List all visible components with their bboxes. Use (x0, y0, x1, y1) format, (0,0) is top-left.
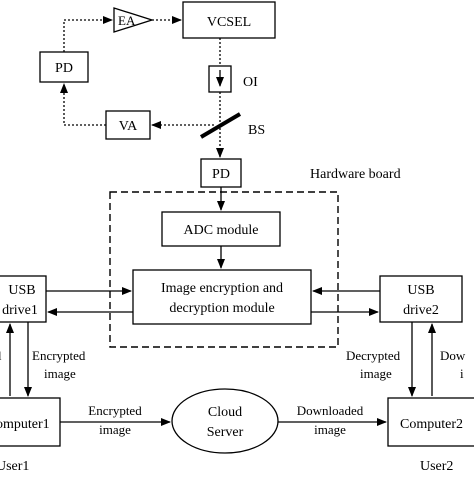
pd-mid-label: PD (212, 167, 230, 182)
left-encrypted-label-line2: image (44, 366, 76, 381)
oi-label: OI (243, 75, 258, 90)
downloaded-label-line1: Downloaded (297, 403, 364, 418)
right-clipped-label-line1: Dow (440, 348, 466, 363)
usb-drive1-box (0, 275, 47, 323)
computer2-box (387, 397, 474, 447)
enc-label-line2: decryption module (169, 301, 274, 316)
mid-encrypted-label-line2: image (99, 422, 131, 437)
mid-encrypted-label-line1: Encrypted (88, 403, 142, 418)
enc-label-line1: Image encryption and (161, 281, 283, 296)
hardware-board-boundary (109, 191, 339, 348)
cloud-label-line1: Cloud (208, 405, 242, 420)
vcsel-box (182, 1, 276, 39)
hardware-board-label: Hardware board (310, 167, 401, 182)
pd-to-ea-line (63, 16, 113, 52)
downloaded-label-line2: image (314, 422, 346, 437)
pd-mid-box (200, 158, 242, 188)
pd-top-label: PD (55, 61, 73, 76)
user2-label: User2 (420, 459, 453, 474)
bs-label: BS (248, 123, 265, 138)
left-clipped-label: l (0, 348, 2, 363)
va-box (105, 110, 151, 140)
left-encrypted-label-line1: Encrypted (32, 348, 86, 363)
encryption-module-box (132, 269, 312, 325)
user1-label: User1 (0, 459, 29, 474)
right-decrypted-label-line2: image (360, 366, 392, 381)
va-label: VA (119, 119, 138, 134)
bs-splitter (199, 112, 242, 139)
usb1-label-line2: drive1 (2, 303, 38, 318)
usb2-label-line2: drive2 (403, 303, 439, 318)
usb-drive2-box (379, 275, 463, 323)
right-decrypted-label-line1: Decrypted (346, 348, 401, 363)
computer1-label: omputer1 (0, 417, 50, 432)
usb2-label-line1: USB (407, 283, 434, 298)
cloud-server-ellipse (171, 388, 279, 454)
adc-module-box (161, 211, 281, 247)
va-to-pd-line (60, 83, 106, 126)
usb1-label-line1: USB (8, 283, 35, 298)
right-clipped-label-line2: i (460, 366, 464, 381)
computer1-box (0, 397, 61, 447)
ea-amplifier-shape (113, 7, 155, 33)
adc-module-label: ADC module (183, 223, 258, 238)
computer2-label: Computer2 (400, 417, 463, 432)
vcsel-label: VCSEL (207, 15, 251, 30)
cloud-label-line2: Server (207, 425, 244, 440)
ea-label: EA (118, 13, 136, 28)
